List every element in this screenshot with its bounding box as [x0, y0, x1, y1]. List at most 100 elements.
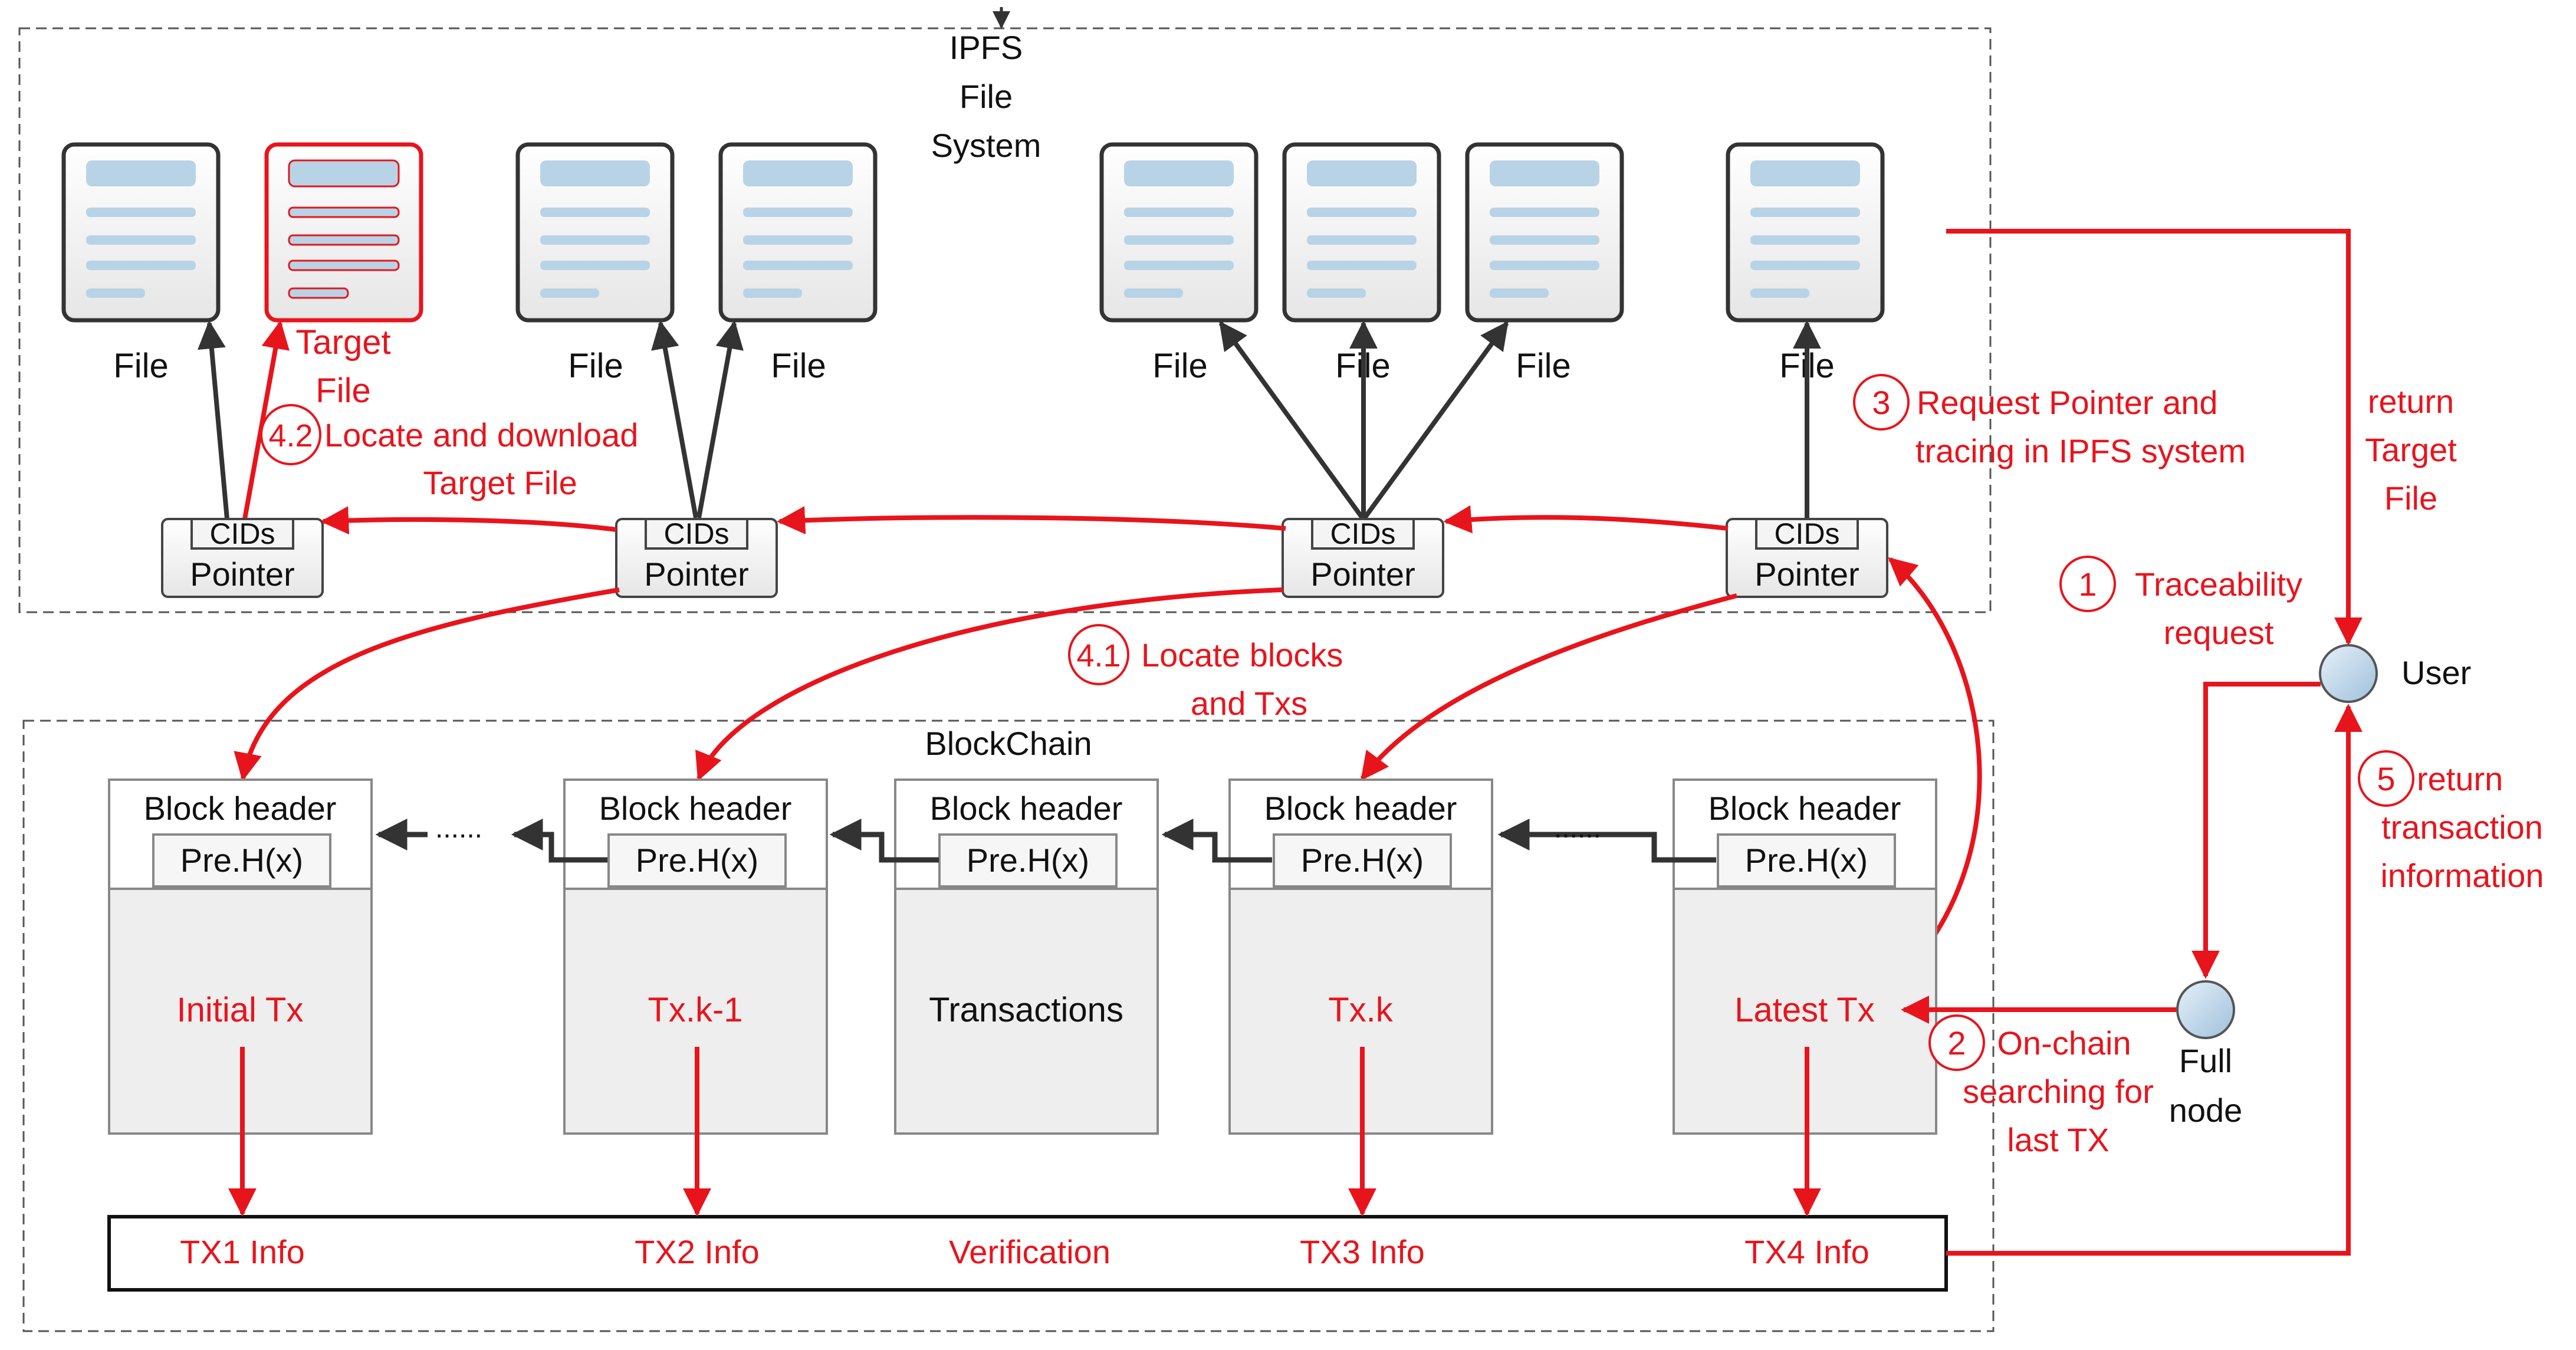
- step-1-number: 1: [2078, 566, 2097, 603]
- block-header-label: Block header: [599, 790, 792, 827]
- step-3-line-1: Request Pointer and: [1917, 384, 2218, 421]
- step-1-line-1: Traceability: [2135, 566, 2302, 603]
- tx1-info: TX1 Info: [180, 1233, 305, 1270]
- blockchain-region: [22, 720, 1995, 1332]
- step-5-line-2: transaction: [2381, 809, 2543, 846]
- cids-label: CIDs: [209, 517, 275, 550]
- block-links: [375, 819, 1716, 863]
- file-label: File: [1152, 347, 1207, 385]
- locate-block-arrows: [234, 587, 1738, 781]
- step-4-1-badge: [1068, 624, 1129, 685]
- step-3-badge: [1853, 374, 1910, 431]
- step-3-number: 3: [1872, 384, 1890, 421]
- step-4-2-number: 4.2: [268, 418, 313, 454]
- download-target-arrow: [242, 320, 290, 520]
- ipfs-title-line-1: IPFS: [949, 29, 1023, 66]
- step-2-badge: [1928, 1014, 1985, 1071]
- pointer-chain-arrows: [320, 505, 1729, 535]
- step-2-number: 2: [1947, 1024, 1966, 1062]
- target-file-label-line-1: Target: [295, 323, 390, 362]
- full-node-label-line-1: Full: [2179, 1042, 2232, 1079]
- step-4-2-line-2: Target File: [423, 464, 577, 501]
- file-document[interactable]: [1099, 142, 1259, 323]
- file-document[interactable]: [61, 142, 221, 323]
- blockchain-title: BlockChain: [925, 725, 1092, 762]
- prev-hash-label: Pre.H(x): [180, 842, 303, 879]
- pointer-label: Pointer: [1754, 556, 1859, 593]
- step-2-line-3: last TX: [2007, 1121, 2109, 1158]
- file-document[interactable]: [1465, 142, 1624, 323]
- block-body-label: Latest Tx: [1734, 991, 1875, 1029]
- ipfs-title-line-2: File: [960, 78, 1013, 115]
- block-header-label: Block header: [144, 790, 337, 827]
- file-document[interactable]: [515, 142, 675, 323]
- prev-hash-label: Pre.H(x): [1745, 842, 1868, 879]
- cids-label: CIDs: [663, 517, 729, 550]
- file-label: File: [771, 347, 826, 385]
- step-5-line-1: return: [2417, 760, 2503, 797]
- pointer-label: Pointer: [190, 556, 294, 593]
- right-flow-lines: [1901, 229, 2363, 1256]
- full-node[interactable]: [2176, 980, 2235, 1039]
- step-4-1-line-2: and Txs: [1191, 685, 1307, 722]
- step-5-line-3: information: [2380, 857, 2544, 894]
- block-header-label: Block header: [1708, 790, 1901, 827]
- target-file-label-line-2: File: [316, 372, 370, 410]
- file-label: File: [113, 347, 168, 385]
- file-document[interactable]: [718, 142, 878, 323]
- step-2-line-2: searching for: [1963, 1073, 2154, 1110]
- block-body-label: Tx.k: [1328, 991, 1394, 1029]
- tx2-info: TX2 Info: [635, 1233, 760, 1270]
- pointer-to-file-arrows: [197, 320, 1821, 520]
- ipfs-title-line-3: System: [931, 127, 1041, 164]
- block-header-label: Block header: [1264, 790, 1457, 827]
- return-target-line-2: Target: [2365, 431, 2457, 468]
- block-body-label: Initial Tx: [177, 991, 304, 1029]
- file-label: File: [1516, 347, 1570, 385]
- file-label: File: [568, 347, 623, 385]
- step-1-badge: [2059, 556, 2116, 612]
- return-target-line-3: File: [2384, 479, 2437, 517]
- tx4-info: TX4 Info: [1744, 1233, 1869, 1270]
- pointer-label: Pointer: [644, 556, 748, 593]
- ellipsis-dots: ......: [1554, 813, 1601, 844]
- latest-tx-to-pointer-arrow: [1888, 557, 1982, 986]
- file-document[interactable]: [1726, 142, 1885, 323]
- block-body-label: Transactions: [929, 991, 1123, 1029]
- block-body-label: Tx.k-1: [648, 991, 742, 1029]
- step-2-line-1: On-chain: [1997, 1024, 2131, 1062]
- user-node[interactable]: [2319, 644, 2378, 703]
- tx3-info: TX3 Info: [1300, 1233, 1425, 1270]
- ipfs-region: [18, 27, 1992, 613]
- user-label: User: [2401, 654, 2471, 691]
- block-header-label: Block header: [930, 790, 1123, 827]
- verification-label: Verification: [949, 1233, 1110, 1270]
- pointer-label: Pointer: [1310, 556, 1415, 593]
- target-file-document[interactable]: [264, 142, 423, 323]
- step-5-badge: [2358, 750, 2414, 807]
- step-4-1-line-1: Locate blocks: [1141, 636, 1343, 674]
- step-1-line-2: request: [2164, 614, 2274, 651]
- prev-hash-label: Pre.H(x): [967, 842, 1089, 879]
- step-4-2-line-1: Locate and download: [324, 416, 638, 454]
- step-4-2-badge: [260, 404, 321, 465]
- ellipsis-dots: ......: [435, 813, 482, 844]
- file-document[interactable]: [1282, 142, 1441, 323]
- tx-to-info-arrows: [228, 1047, 1821, 1217]
- full-node-label-line-2: node: [2169, 1092, 2243, 1129]
- cids-label: CIDs: [1774, 517, 1839, 550]
- prev-hash-label: Pre.H(x): [1301, 842, 1424, 879]
- step-3-line-2: tracing in IPFS system: [1915, 432, 2246, 469]
- step-5-number: 5: [2377, 760, 2395, 797]
- step-4-1-number: 4.1: [1076, 638, 1121, 674]
- return-target-line-1: return: [2368, 383, 2454, 420]
- prev-hash-label: Pre.H(x): [636, 842, 758, 879]
